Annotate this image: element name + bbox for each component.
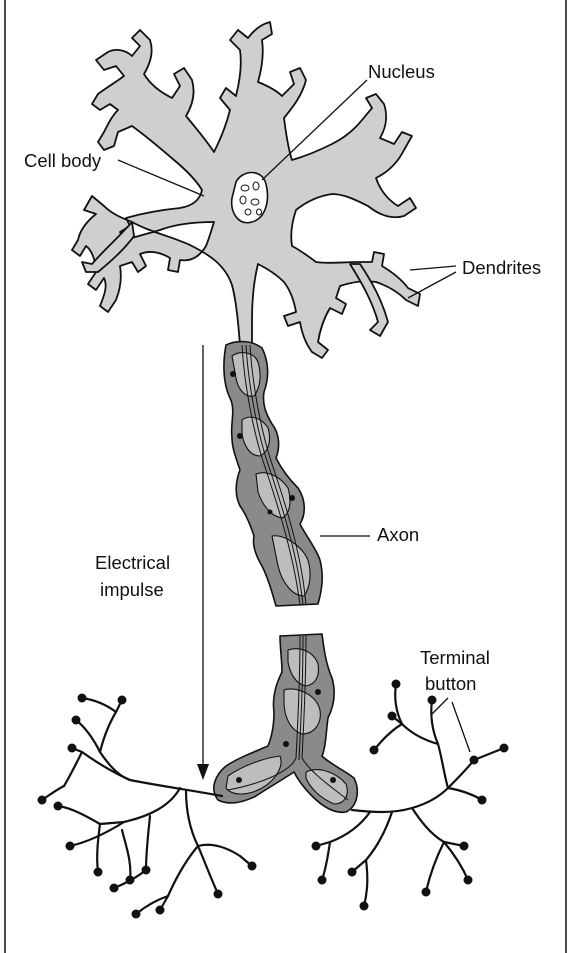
nucleus-label: Nucleus <box>368 61 435 82</box>
dendrites-label: Dendrites <box>462 257 541 278</box>
dendrites-leader-line-1 <box>410 266 456 270</box>
terminal-label-line1: Terminal <box>420 647 490 668</box>
impulse-label-line2: impulse <box>100 579 164 600</box>
axon-lower <box>214 634 357 812</box>
impulse-label-line1: Electrical <box>95 552 170 573</box>
terminal-buttons <box>38 680 509 919</box>
dendrites-leader-line-2 <box>408 272 456 298</box>
terminal-branches <box>42 684 504 914</box>
cell-body-label: Cell body <box>24 150 102 171</box>
axon-label: Axon <box>377 524 419 545</box>
terminal-leader-line-2 <box>452 702 470 752</box>
axon-upper <box>224 342 322 606</box>
terminal-label-line2: button <box>425 673 476 694</box>
impulse-arrow <box>197 345 209 780</box>
